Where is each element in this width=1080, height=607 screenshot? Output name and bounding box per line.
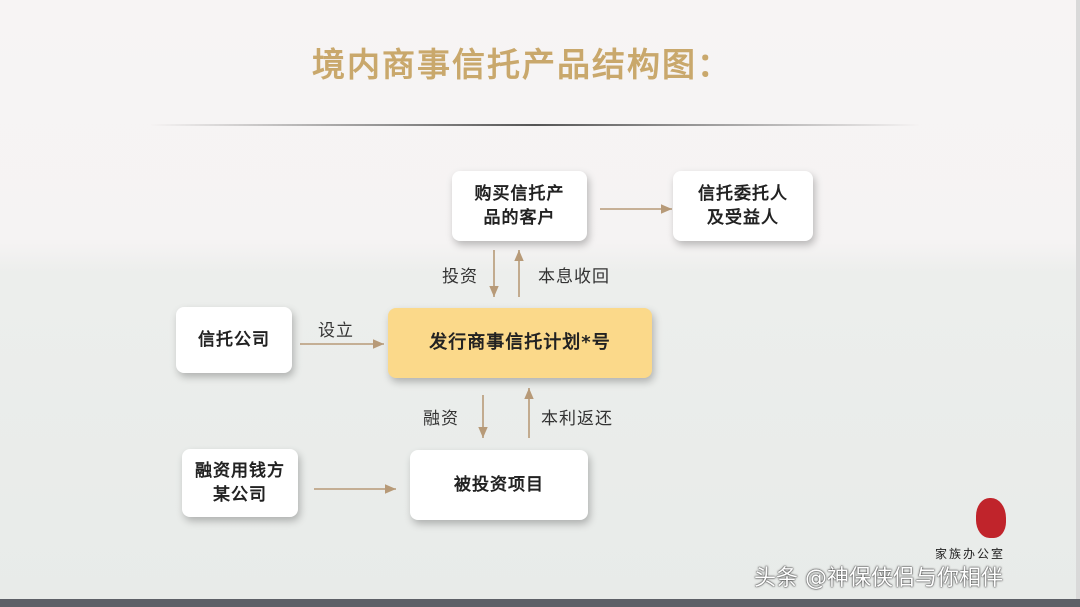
node-trust-plan: 发行商事信托计划*号 bbox=[388, 308, 652, 378]
node-customer: 购买信托产 品的客户 bbox=[452, 171, 587, 241]
node-trust-company: 信托公司 bbox=[176, 307, 292, 373]
seal-logo bbox=[976, 498, 1006, 538]
watermark: 头条 @神保侠侣与你相伴 bbox=[754, 566, 1003, 591]
frame-edge bbox=[1076, 0, 1080, 607]
label-establish: 设立 bbox=[318, 321, 354, 341]
title-divider bbox=[150, 124, 920, 126]
bottom-bar bbox=[0, 599, 1080, 607]
label-invest: 投资 bbox=[442, 267, 478, 287]
node-project: 被投资项目 bbox=[410, 450, 588, 520]
label-principal-interest-back: 本息收回 bbox=[538, 267, 610, 287]
node-settlor: 信托委托人 及受益人 bbox=[673, 171, 813, 241]
label-financing: 融资 bbox=[423, 409, 459, 429]
page-title: 境内商事信托产品结构图： bbox=[312, 45, 732, 84]
seal-subtitle: 家族办公室 bbox=[935, 547, 1006, 561]
node-borrower: 融资用钱方 某公司 bbox=[182, 449, 298, 517]
label-principal-profit-return: 本利返还 bbox=[541, 409, 613, 429]
